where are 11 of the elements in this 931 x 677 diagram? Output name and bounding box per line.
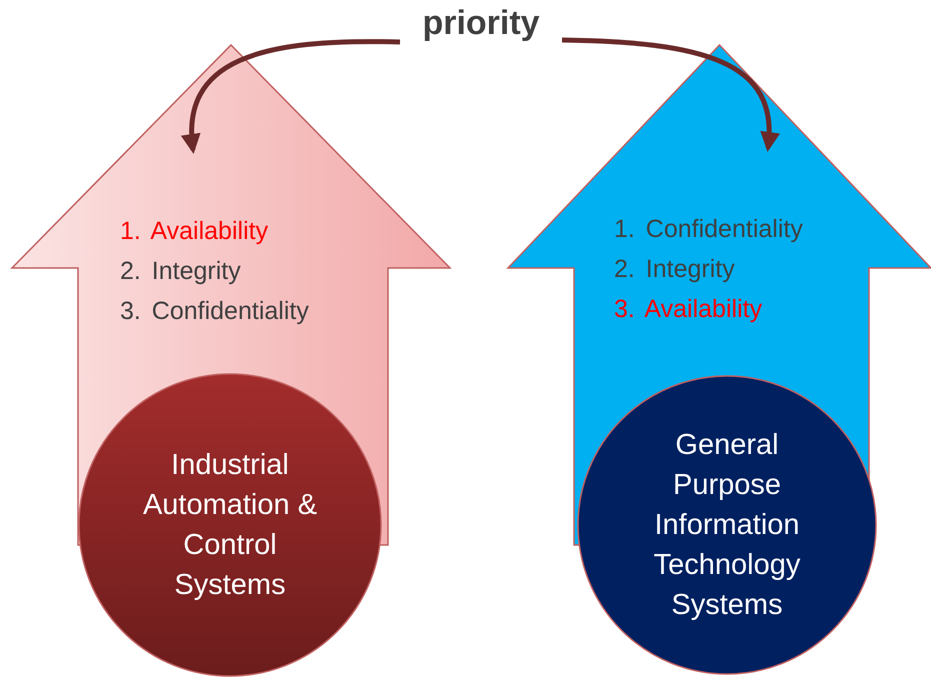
circle-label: Industrial Automation & Control Systems [142,448,318,603]
circle-label: General Purpose Information Technology Systems [652,428,802,623]
list-item: 2. Integrity [614,255,735,284]
list-item: 3. Confidentiality [120,297,309,326]
curved-arrow [562,38,779,152]
list-item: 1. Confidentiality [614,215,803,244]
curved-arrow [182,39,400,154]
list-item: 3. Availability [614,295,762,324]
list-item: 1. Availability [120,217,268,246]
list-item: 2. Integrity [120,257,241,286]
heading-text: priority [400,0,562,46]
